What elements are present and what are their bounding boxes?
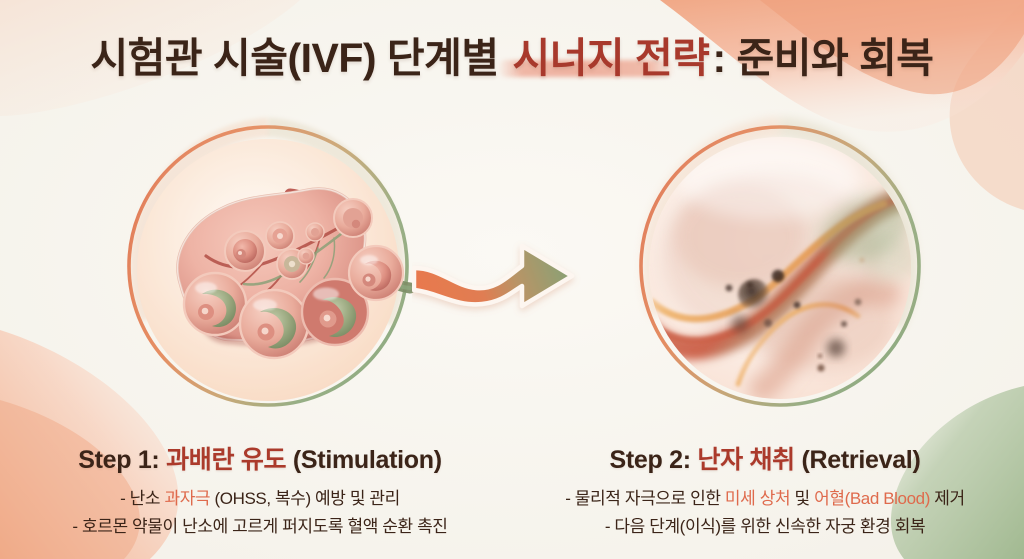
step-1-accent: 과배란 유도 <box>166 446 287 474</box>
step-1-bullet-2: - 호르몬 약물이 난소에 고르게 퍼지도록 혈액 순환 촉진 <box>10 513 510 541</box>
step-2-bullets: - 물리적 자극으로 인한 미세 상처 및 어혈(Bad Blood) 제거 -… <box>515 485 1015 540</box>
title-text-trailing: : 준비와 회복 <box>712 35 934 81</box>
ovary-illustration <box>110 108 426 424</box>
step-1-bullet-1: - 난소 과자극 (OHSS, 복수) 예방 및 관리 <box>10 485 510 513</box>
step-2-heading: Step 2: 난자 채취 (Retrieval) <box>515 440 1015 476</box>
bullet-lead: - 호르몬 약물이 난소에 고르게 퍼지도록 혈액 순환 촉진 <box>72 516 448 536</box>
bullet-lead: - 물리적 자극으로 인한 <box>565 489 725 508</box>
bullet-accent-2: 어혈(Bad Blood) <box>814 489 930 508</box>
step-1-prefix: Step 1: <box>78 446 167 474</box>
bullet-lead: - 난소 <box>120 489 165 508</box>
title-text-leading: 시험관 시술(IVF) 단계별 <box>90 35 510 81</box>
step-2-bullet-1: - 물리적 자극으로 인한 미세 상처 및 어혈(Bad Blood) 제거 <box>515 485 1015 513</box>
step-1-suffix: (Stimulation) <box>286 446 442 474</box>
caption-step-2: Step 2: 난자 채취 (Retrieval) - 물리적 자극으로 인한 … <box>515 440 1015 540</box>
step-1-bullets: - 난소 과자극 (OHSS, 복수) 예방 및 관리 - 호르몬 약물이 난소… <box>10 485 510 540</box>
page-title: 시험관 시술(IVF) 단계별 시너지 전략: 준비와 회복 <box>90 24 934 84</box>
step-2-prefix: Step 2: <box>609 446 698 474</box>
bullet-accent: 과자극 <box>164 489 211 508</box>
bullet-tail: (OHSS, 복수) 예방 및 관리 <box>210 489 401 508</box>
bullet-tail: 제거 <box>929 489 965 508</box>
flow-arrow <box>412 216 612 336</box>
step-1-heading: Step 1: 과배란 유도 (Stimulation) <box>10 440 510 476</box>
step-2-accent: 난자 채취 <box>697 446 795 474</box>
title-text-accent: 시너지 전략 <box>512 35 710 81</box>
step-2-suffix: (Retrieval) <box>794 446 921 474</box>
caption-step-1: Step 1: 과배란 유도 (Stimulation) - 난소 과자극 (O… <box>10 440 510 540</box>
step-2-bullet-2: - 다음 단계(이식)를 위한 신속한 자궁 환경 회복 <box>515 513 1015 541</box>
page-title-area: 시험관 시술(IVF) 단계별 시너지 전략: 준비와 회복 <box>0 24 1024 84</box>
bullet-accent: 미세 상처 <box>724 489 791 508</box>
bullet-lead: - 다음 단계(이식)를 위한 신속한 자궁 환경 회복 <box>604 516 926 536</box>
bullet-mid: 및 <box>790 489 815 508</box>
uterus-illustration <box>622 108 938 424</box>
panel-step-2 <box>560 108 1000 438</box>
